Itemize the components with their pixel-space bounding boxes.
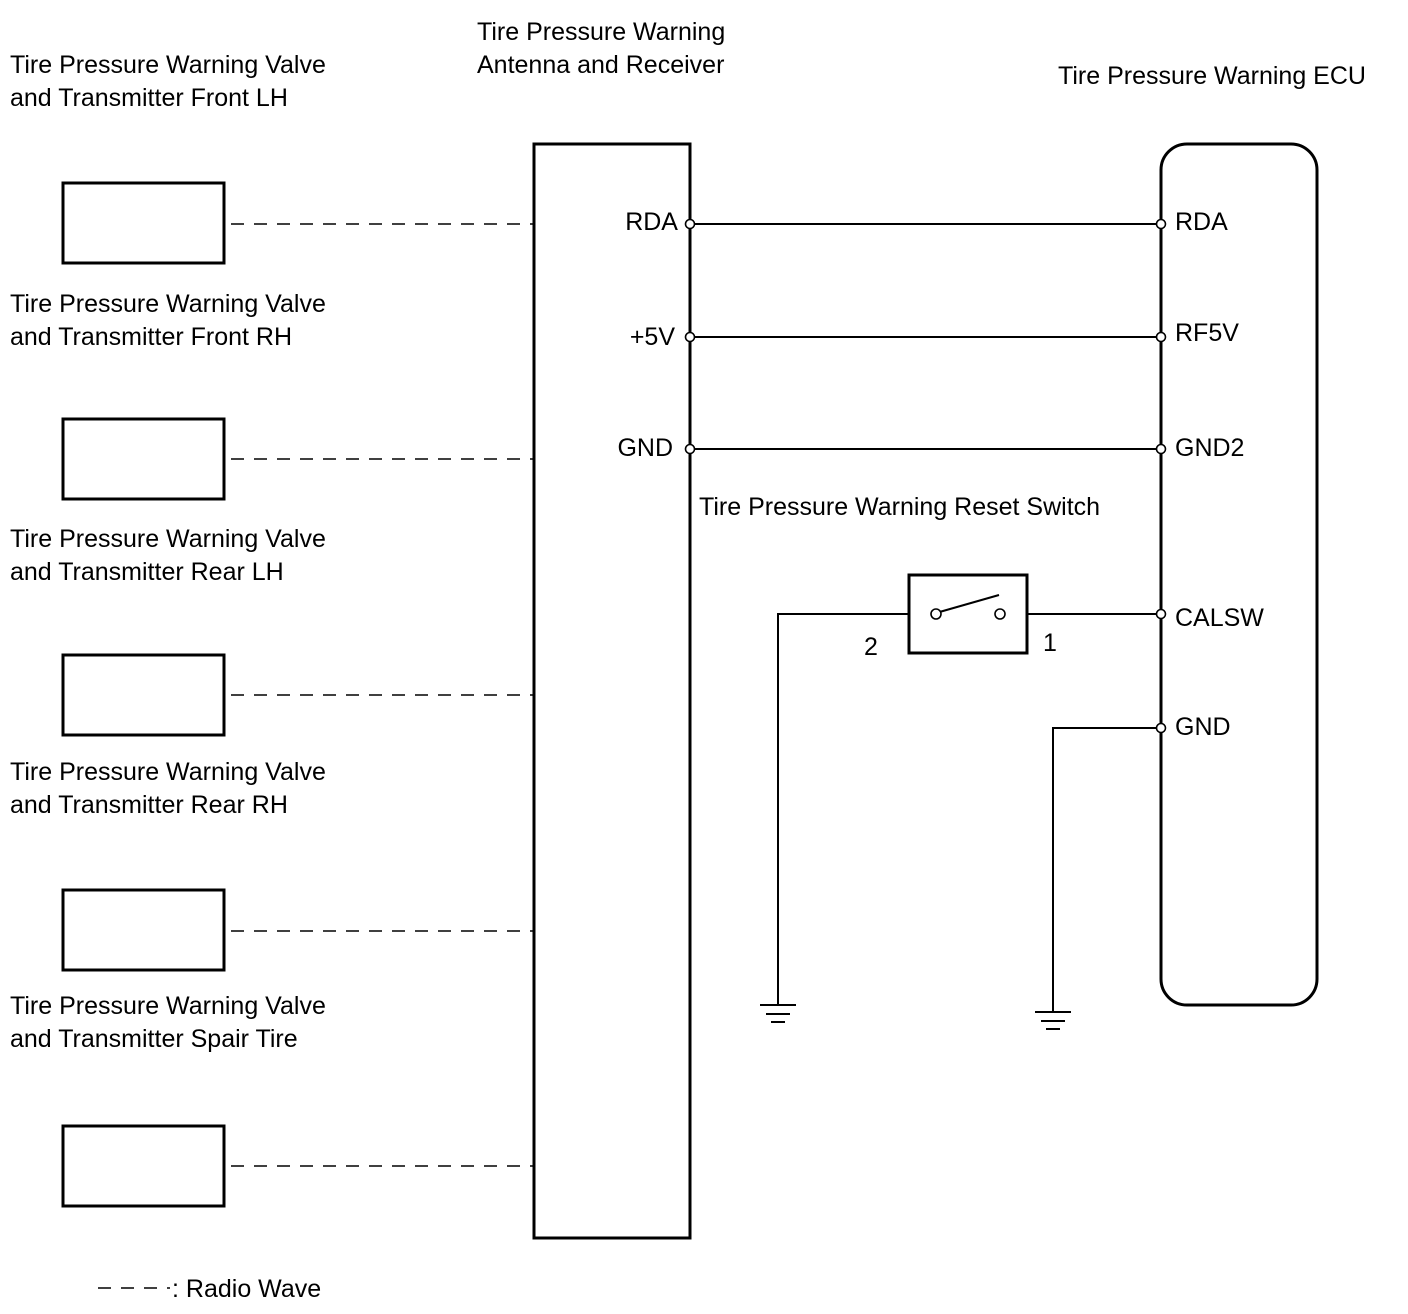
reset-switch-title: Tire Pressure Warning Reset Switch	[699, 493, 1100, 521]
ecu-title: Tire Pressure Warning ECU	[1058, 62, 1366, 90]
receiver-title-line1: Tire Pressure Warning	[477, 18, 725, 46]
transmitter-rear-lh-label-line1: Tire Pressure Warning Valve	[10, 525, 326, 553]
reset-switch-terminal-2-label: 2	[864, 633, 878, 661]
transmitter-front-rh-label-line1: Tire Pressure Warning Valve	[10, 290, 326, 318]
transmitter-front-lh-label-line2: and Transmitter Front LH	[10, 84, 288, 112]
transmitter-rear-rh-label-line1: Tire Pressure Warning Valve	[10, 758, 326, 786]
transmitter-boxes	[61, 181, 226, 1208]
reset-switch-terminal-1-label: 1	[1043, 629, 1057, 657]
pin-markers	[684, 218, 1167, 734]
ecu-pin-gnd2-marker	[1155, 443, 1167, 455]
receiver-box	[532, 142, 692, 1240]
receiver-pin-gnd-marker	[684, 443, 696, 455]
ecu-pin-rda: RDA	[1175, 208, 1228, 236]
transmitter-front-lh-label-line1: Tire Pressure Warning Valve	[10, 51, 326, 79]
transmitter-spare-label-line1: Tire Pressure Warning Valve	[10, 992, 326, 1020]
receiver-pin-gnd: GND	[617, 434, 673, 462]
transmitter-rear-rh-label-line2: and Transmitter Rear RH	[10, 791, 288, 819]
receiver-pin-5v-marker	[684, 331, 696, 343]
transmitter-front-lh-box	[61, 181, 226, 265]
legend-text: : Radio Wave	[172, 1275, 321, 1303]
transmitter-spare-box	[61, 1124, 226, 1208]
transmitter-rear-lh-label-line2: and Transmitter Rear LH	[10, 558, 284, 586]
transmitter-spare-label-line2: and Transmitter Spair Tire	[10, 1025, 298, 1053]
wire-ecu-gnd	[1052, 727, 1161, 1011]
legend-label: Radio Wave	[186, 1275, 321, 1303]
reset-switch-box	[907, 573, 1029, 655]
ecu-pin-rf5v: RF5V	[1175, 319, 1239, 347]
ecu-pin-calsw-marker	[1155, 608, 1167, 620]
receiver-ecu-wires	[690, 223, 1161, 450]
transmitter-front-rh-label-line2: and Transmitter Front RH	[10, 323, 292, 351]
receiver-pin-rda-marker	[684, 218, 696, 230]
ecu-pin-gnd: GND	[1175, 713, 1231, 741]
receiver-title-line2: Antenna and Receiver	[477, 51, 724, 79]
receiver-pin-rda: RDA	[625, 208, 678, 236]
ground-icon	[1035, 1011, 1071, 1030]
transmitter-rear-rh-box	[61, 888, 226, 972]
ecu-pin-rf5v-marker	[1155, 331, 1167, 343]
ecu-pin-rda-marker	[1155, 218, 1167, 230]
legend: : Radio Wave	[98, 1275, 321, 1303]
ecu-pin-calsw: CALSW	[1175, 604, 1264, 632]
ecu-box	[1159, 142, 1319, 1007]
wire-switch-to-ground	[777, 613, 909, 1004]
reset-switch-terminal-left	[930, 608, 942, 620]
radio-wave-links	[231, 223, 534, 1167]
transmitter-labels: Tire Pressure Warning Valve and Transmit…	[10, 51, 326, 1053]
ecu-pin-gnd2: GND2	[1175, 434, 1244, 462]
reset-switch-terminal-right	[994, 608, 1006, 620]
ground-icon	[760, 1004, 796, 1023]
ecu-pin-gnd-marker	[1155, 722, 1167, 734]
transmitter-rear-lh-box	[61, 653, 226, 737]
receiver-pin-5v: +5V	[630, 323, 676, 351]
reset-switch-contact	[935, 594, 1000, 614]
transmitter-front-rh-box	[61, 417, 226, 501]
